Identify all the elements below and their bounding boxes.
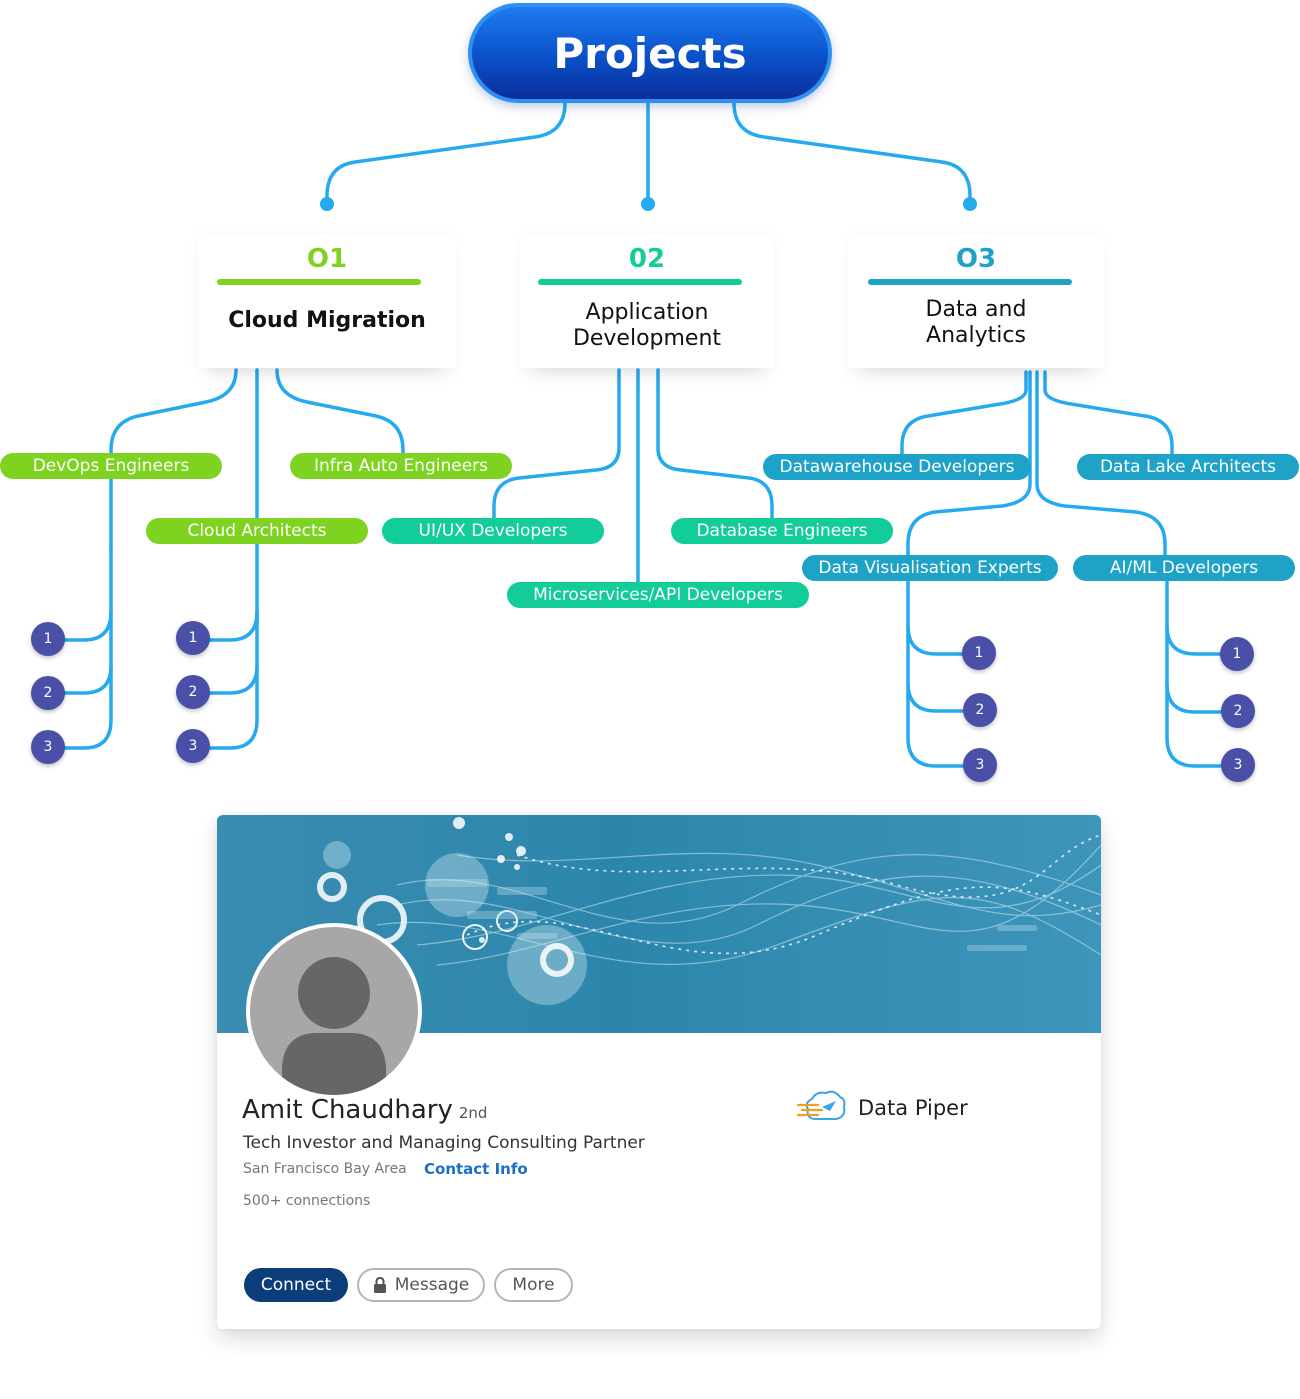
- profile-connections: 500+ connections: [243, 1193, 371, 1209]
- data-piper-logo-icon: [796, 1090, 846, 1120]
- category-title-line1: Application: [585, 300, 709, 325]
- company-name: Data Piper: [858, 1096, 968, 1120]
- category-title-line1: Data and: [925, 297, 1027, 322]
- contact-info-link[interactable]: Contact Info: [424, 1160, 528, 1178]
- more-button[interactable]: More: [494, 1268, 573, 1302]
- role-data-lake-architects: Data Lake Architects: [1077, 454, 1299, 480]
- connection-degree: 2nd: [458, 1104, 488, 1122]
- role-database-engineers: Database Engineers: [671, 518, 893, 544]
- connect-button[interactable]: Connect: [244, 1268, 348, 1302]
- badge-aiml-1: 1: [1220, 637, 1254, 671]
- message-button-label: Message: [394, 1275, 470, 1295]
- badge-aiml-3: 3: [1221, 748, 1255, 782]
- category-title: Cloud Migration: [228, 308, 426, 333]
- badge-cloud-arch-3: 3: [176, 729, 210, 763]
- person-silhouette-icon: [282, 957, 386, 1095]
- role-uiux-developers: UI/UX Developers: [382, 518, 604, 544]
- profile-location: San Francisco Bay Area: [243, 1161, 407, 1177]
- category-number: O3: [955, 244, 997, 274]
- profile-headline: Tech Investor and Managing Consulting Pa…: [243, 1133, 645, 1153]
- category-number: 02: [628, 244, 666, 274]
- category-underline: [217, 279, 421, 285]
- category-card-data-analytics: O3 Data and Analytics: [848, 234, 1104, 368]
- profile-name: Amit Chaudhary: [242, 1095, 453, 1125]
- role-infra-auto-engineers: Infra Auto Engineers: [290, 453, 512, 479]
- role-aiml-developers: AI/ML Developers: [1073, 555, 1295, 581]
- connector-lines: [58, 101, 1222, 768]
- category-title-line2: Analytics: [926, 323, 1026, 348]
- company-block[interactable]: Data Piper: [796, 1087, 968, 1129]
- category-underline: [538, 279, 742, 285]
- projects-root-label: Projects: [553, 28, 747, 78]
- badge-devops-2: 2: [31, 676, 65, 710]
- role-datawarehouse-developers: Datawarehouse Developers: [763, 454, 1031, 480]
- badge-devops-1: 1: [31, 622, 65, 656]
- badge-dviz-2: 2: [963, 693, 997, 727]
- role-cloud-architects: Cloud Architects: [146, 518, 368, 544]
- role-data-visualisation-experts: Data Visualisation Experts: [802, 555, 1058, 581]
- profile-avatar[interactable]: [246, 923, 422, 1099]
- category-number: O1: [306, 244, 348, 274]
- badge-dviz-3: 3: [963, 748, 997, 782]
- role-devops-engineers: DevOps Engineers: [0, 453, 222, 479]
- connect-button-label: Connect: [260, 1275, 332, 1295]
- profile-card: Amit Chaudhary 2nd Tech Investor and Mana…: [217, 815, 1101, 1329]
- projects-root-node: Projects: [468, 3, 832, 103]
- category-card-application-development: 02 Application Development: [520, 234, 774, 368]
- message-button[interactable]: Message: [357, 1268, 485, 1302]
- category-title-line2: Development: [572, 326, 722, 351]
- badge-devops-3: 3: [31, 730, 65, 764]
- category-underline: [868, 279, 1072, 285]
- category-card-cloud-migration: O1 Cloud Migration: [198, 234, 456, 368]
- badge-dviz-1: 1: [962, 636, 996, 670]
- profile-name-row: Amit Chaudhary 2nd: [242, 1095, 487, 1125]
- more-button-label: More: [512, 1275, 555, 1295]
- role-microservices-api-developers: Microservices/API Developers: [507, 582, 809, 608]
- badge-cloud-arch-2: 2: [176, 675, 210, 709]
- badge-aiml-2: 2: [1221, 694, 1255, 728]
- lock-icon: [373, 1277, 386, 1293]
- badge-cloud-arch-1: 1: [176, 621, 210, 655]
- banner-tech-pattern: [317, 817, 1101, 1005]
